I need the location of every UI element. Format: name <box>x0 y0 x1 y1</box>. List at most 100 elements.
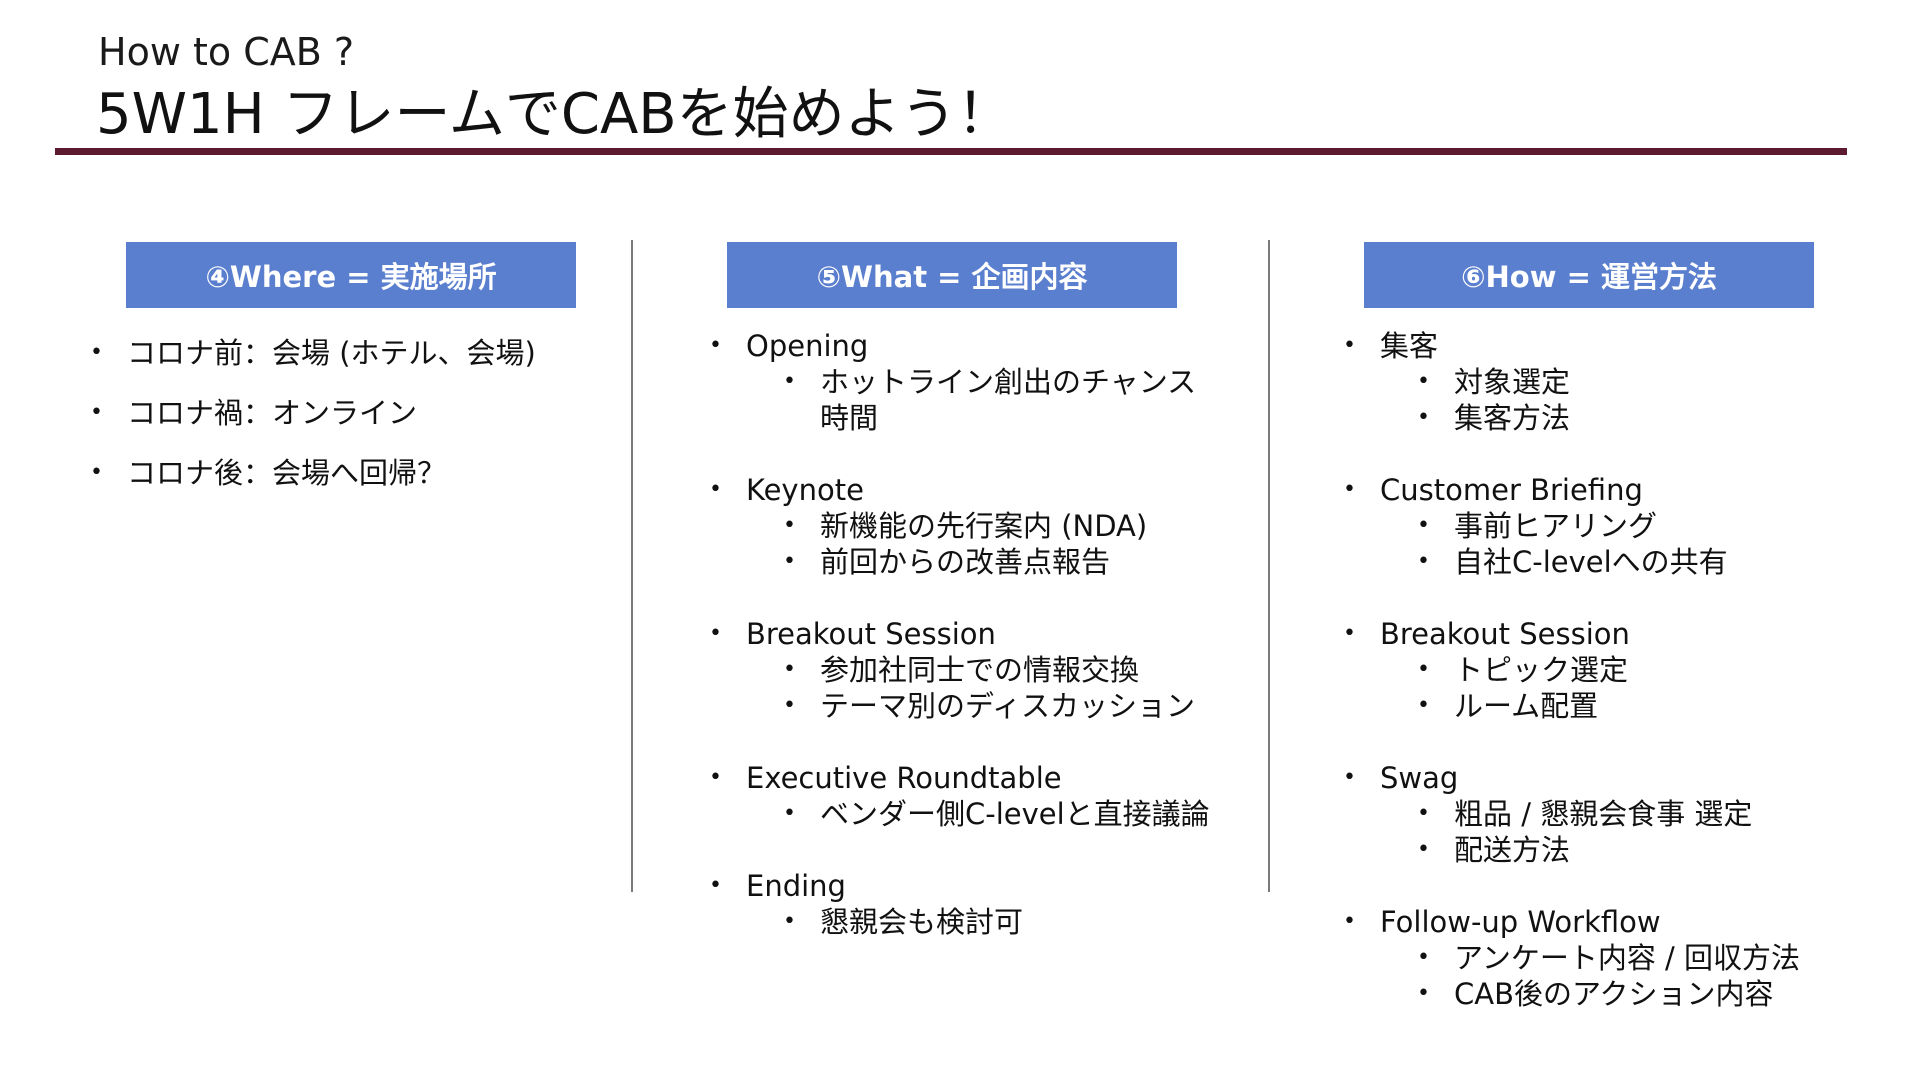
list-item-label: Breakout Session <box>746 617 996 651</box>
list-item: • Breakout Session <box>709 616 1210 652</box>
sub-list-item-label: 集客方法 <box>1454 401 1571 435</box>
column-header-where: ④Where = 実施場所 <box>126 242 576 308</box>
sub-list-item-label: 自社C-levelへの共有 <box>1454 545 1728 579</box>
list-how: • 集客 • 対象選定 • 集客方法 • Customer Briefing •… <box>1343 328 1801 1048</box>
bullet-icon: • <box>1343 765 1356 790</box>
bullet-icon: • <box>1417 693 1430 718</box>
list-item-label: Keynote <box>746 473 864 507</box>
bullet-icon: • <box>90 460 103 485</box>
sub-list-item-label: アンケート内容 / 回収方法 <box>1454 941 1801 975</box>
bullet-icon: • <box>783 549 796 574</box>
list-item-label: Breakout Session <box>1380 617 1630 651</box>
sub-list-item-continuation: 時間 <box>820 400 1210 436</box>
sub-list-item-label: ホットライン創出のチャンス <box>820 365 1197 399</box>
bullet-icon: • <box>1417 981 1430 1006</box>
title-underline <box>55 148 1847 155</box>
bullet-icon: • <box>783 801 796 826</box>
list-item: • Ending <box>709 868 1210 904</box>
column-divider <box>631 240 633 892</box>
column-divider <box>1268 240 1270 892</box>
sub-list-item-label: 事前ヒアリング <box>1454 509 1658 543</box>
list-item-label: Executive Roundtable <box>746 761 1062 795</box>
list-item: • コロナ禍：オンライン <box>90 395 536 431</box>
bullet-icon: • <box>1417 549 1430 574</box>
list-group: • Opening • ホットライン創出のチャンス 時間 <box>709 328 1210 436</box>
bullet-icon: • <box>1417 801 1430 826</box>
list-group: • Executive Roundtable • ベンダー側C-levelと直接… <box>709 760 1210 832</box>
list-group: • Ending • 懇親会も検討可 <box>709 868 1210 940</box>
sub-list-item-label: 新機能の先行案内 (NDA) <box>820 509 1148 543</box>
bullet-icon: • <box>1417 837 1430 862</box>
sub-list-item: • ベンダー側C-levelと直接議論 <box>783 796 1210 832</box>
bullet-icon: • <box>1417 369 1430 394</box>
bullet-icon: • <box>90 340 103 365</box>
list-item-label: コロナ後：会場へ回帰？ <box>127 456 447 490</box>
bullet-icon: • <box>783 657 796 682</box>
column-header-how: ⑥How = 運営方法 <box>1364 242 1814 308</box>
list-item: • Executive Roundtable <box>709 760 1210 796</box>
list-group: • Customer Briefing • 事前ヒアリング • 自社C-leve… <box>1343 472 1800 580</box>
column-how: ⑥How = 運営方法 <box>1364 242 1814 308</box>
sub-list-item-label: ルーム配置 <box>1454 689 1599 723</box>
bullet-icon: • <box>783 513 796 538</box>
sub-list-item: • 自社C-levelへの共有 <box>1417 544 1800 580</box>
bullet-icon: • <box>709 477 722 502</box>
slide-subtitle: How to CAB ? <box>98 30 355 74</box>
sub-list-item: • 配送方法 <box>1417 832 1800 868</box>
slide-title: 5W1H フレームでCABを始めよう！ <box>96 82 1013 147</box>
bullet-icon: • <box>1343 477 1356 502</box>
list-item: • Opening <box>709 328 1210 364</box>
list-item-label: コロナ前：会場 (ホテル、会場) <box>127 336 536 370</box>
bullet-icon: • <box>709 333 722 358</box>
sub-list-item: • アンケート内容 / 回収方法 <box>1417 940 1801 976</box>
sub-list-item: • 懇親会も検討可 <box>783 904 1210 940</box>
bullet-icon: • <box>783 909 796 934</box>
list-group: • Swag • 粗品 / 懇親会食事 選定 • 配送方法 <box>1343 760 1800 868</box>
sub-list-item: • 新機能の先行案内 (NDA) <box>783 508 1210 544</box>
bullet-icon: • <box>709 621 722 646</box>
list-item: • 集客 <box>1343 328 1800 364</box>
bullet-icon: • <box>783 369 796 394</box>
sub-list-item-label: テーマ別のディスカッション <box>820 689 1195 723</box>
bullet-icon: • <box>1417 657 1430 682</box>
list-what: • Opening • ホットライン創出のチャンス 時間 • Keynote •… <box>709 328 1210 976</box>
sub-list-item: • テーマ別のディスカッション <box>783 688 1210 724</box>
list-item: • コロナ後：会場へ回帰？ <box>90 455 536 491</box>
list-where: • コロナ前：会場 (ホテル、会場) • コロナ禍：オンライン • コロナ後：会… <box>90 335 536 515</box>
sub-list-item-label: 懇親会も検討可 <box>820 905 1024 939</box>
bullet-icon: • <box>709 765 722 790</box>
list-group: • 集客 • 対象選定 • 集客方法 <box>1343 328 1800 436</box>
list-item-label: 集客 <box>1380 329 1439 363</box>
list-item-label: Swag <box>1380 761 1459 795</box>
list-item: • コロナ前：会場 (ホテル、会場) <box>90 335 536 371</box>
sub-list-item: • 対象選定 <box>1417 364 1800 400</box>
sub-list-item-label: 粗品 / 懇親会食事 選定 <box>1454 797 1753 831</box>
sub-list-item-label: 参加社同士での情報交換 <box>820 653 1140 687</box>
column-where: ④Where = 実施場所 <box>126 242 576 308</box>
sub-list-item: • ルーム配置 <box>1417 688 1800 724</box>
sub-list-item-label: 対象選定 <box>1454 365 1571 399</box>
list-item: • Swag <box>1343 760 1800 796</box>
sub-list-item: • ホットライン創出のチャンス <box>783 364 1210 400</box>
list-group: • Keynote • 新機能の先行案内 (NDA) • 前回からの改善点報告 <box>709 472 1210 580</box>
list-item: • Follow-up Workflow <box>1343 904 1800 940</box>
sub-list-item: • トピック選定 <box>1417 652 1800 688</box>
bullet-icon: • <box>1417 945 1430 970</box>
sub-list-item: • 参加社同士での情報交換 <box>783 652 1210 688</box>
list-item-label: Customer Briefing <box>1380 473 1643 507</box>
list-group: • Breakout Session • トピック選定 • ルーム配置 <box>1343 616 1800 724</box>
column-what: ⑤What = 企画内容 <box>727 242 1177 308</box>
list-item: • Breakout Session <box>1343 616 1800 652</box>
list-item-label: コロナ禍：オンライン <box>127 396 418 430</box>
sub-list-item: • 事前ヒアリング <box>1417 508 1800 544</box>
column-header-what: ⑤What = 企画内容 <box>727 242 1177 308</box>
bullet-icon: • <box>1343 333 1356 358</box>
bullet-icon: • <box>709 873 722 898</box>
sub-list-item-label: ベンダー側C-levelと直接議論 <box>820 797 1210 831</box>
bullet-icon: • <box>1417 513 1430 538</box>
bullet-icon: • <box>90 400 103 425</box>
sub-list-item: • 前回からの改善点報告 <box>783 544 1210 580</box>
list-item-label: Opening <box>746 329 869 363</box>
sub-list-item: • 粗品 / 懇親会食事 選定 <box>1417 796 1800 832</box>
